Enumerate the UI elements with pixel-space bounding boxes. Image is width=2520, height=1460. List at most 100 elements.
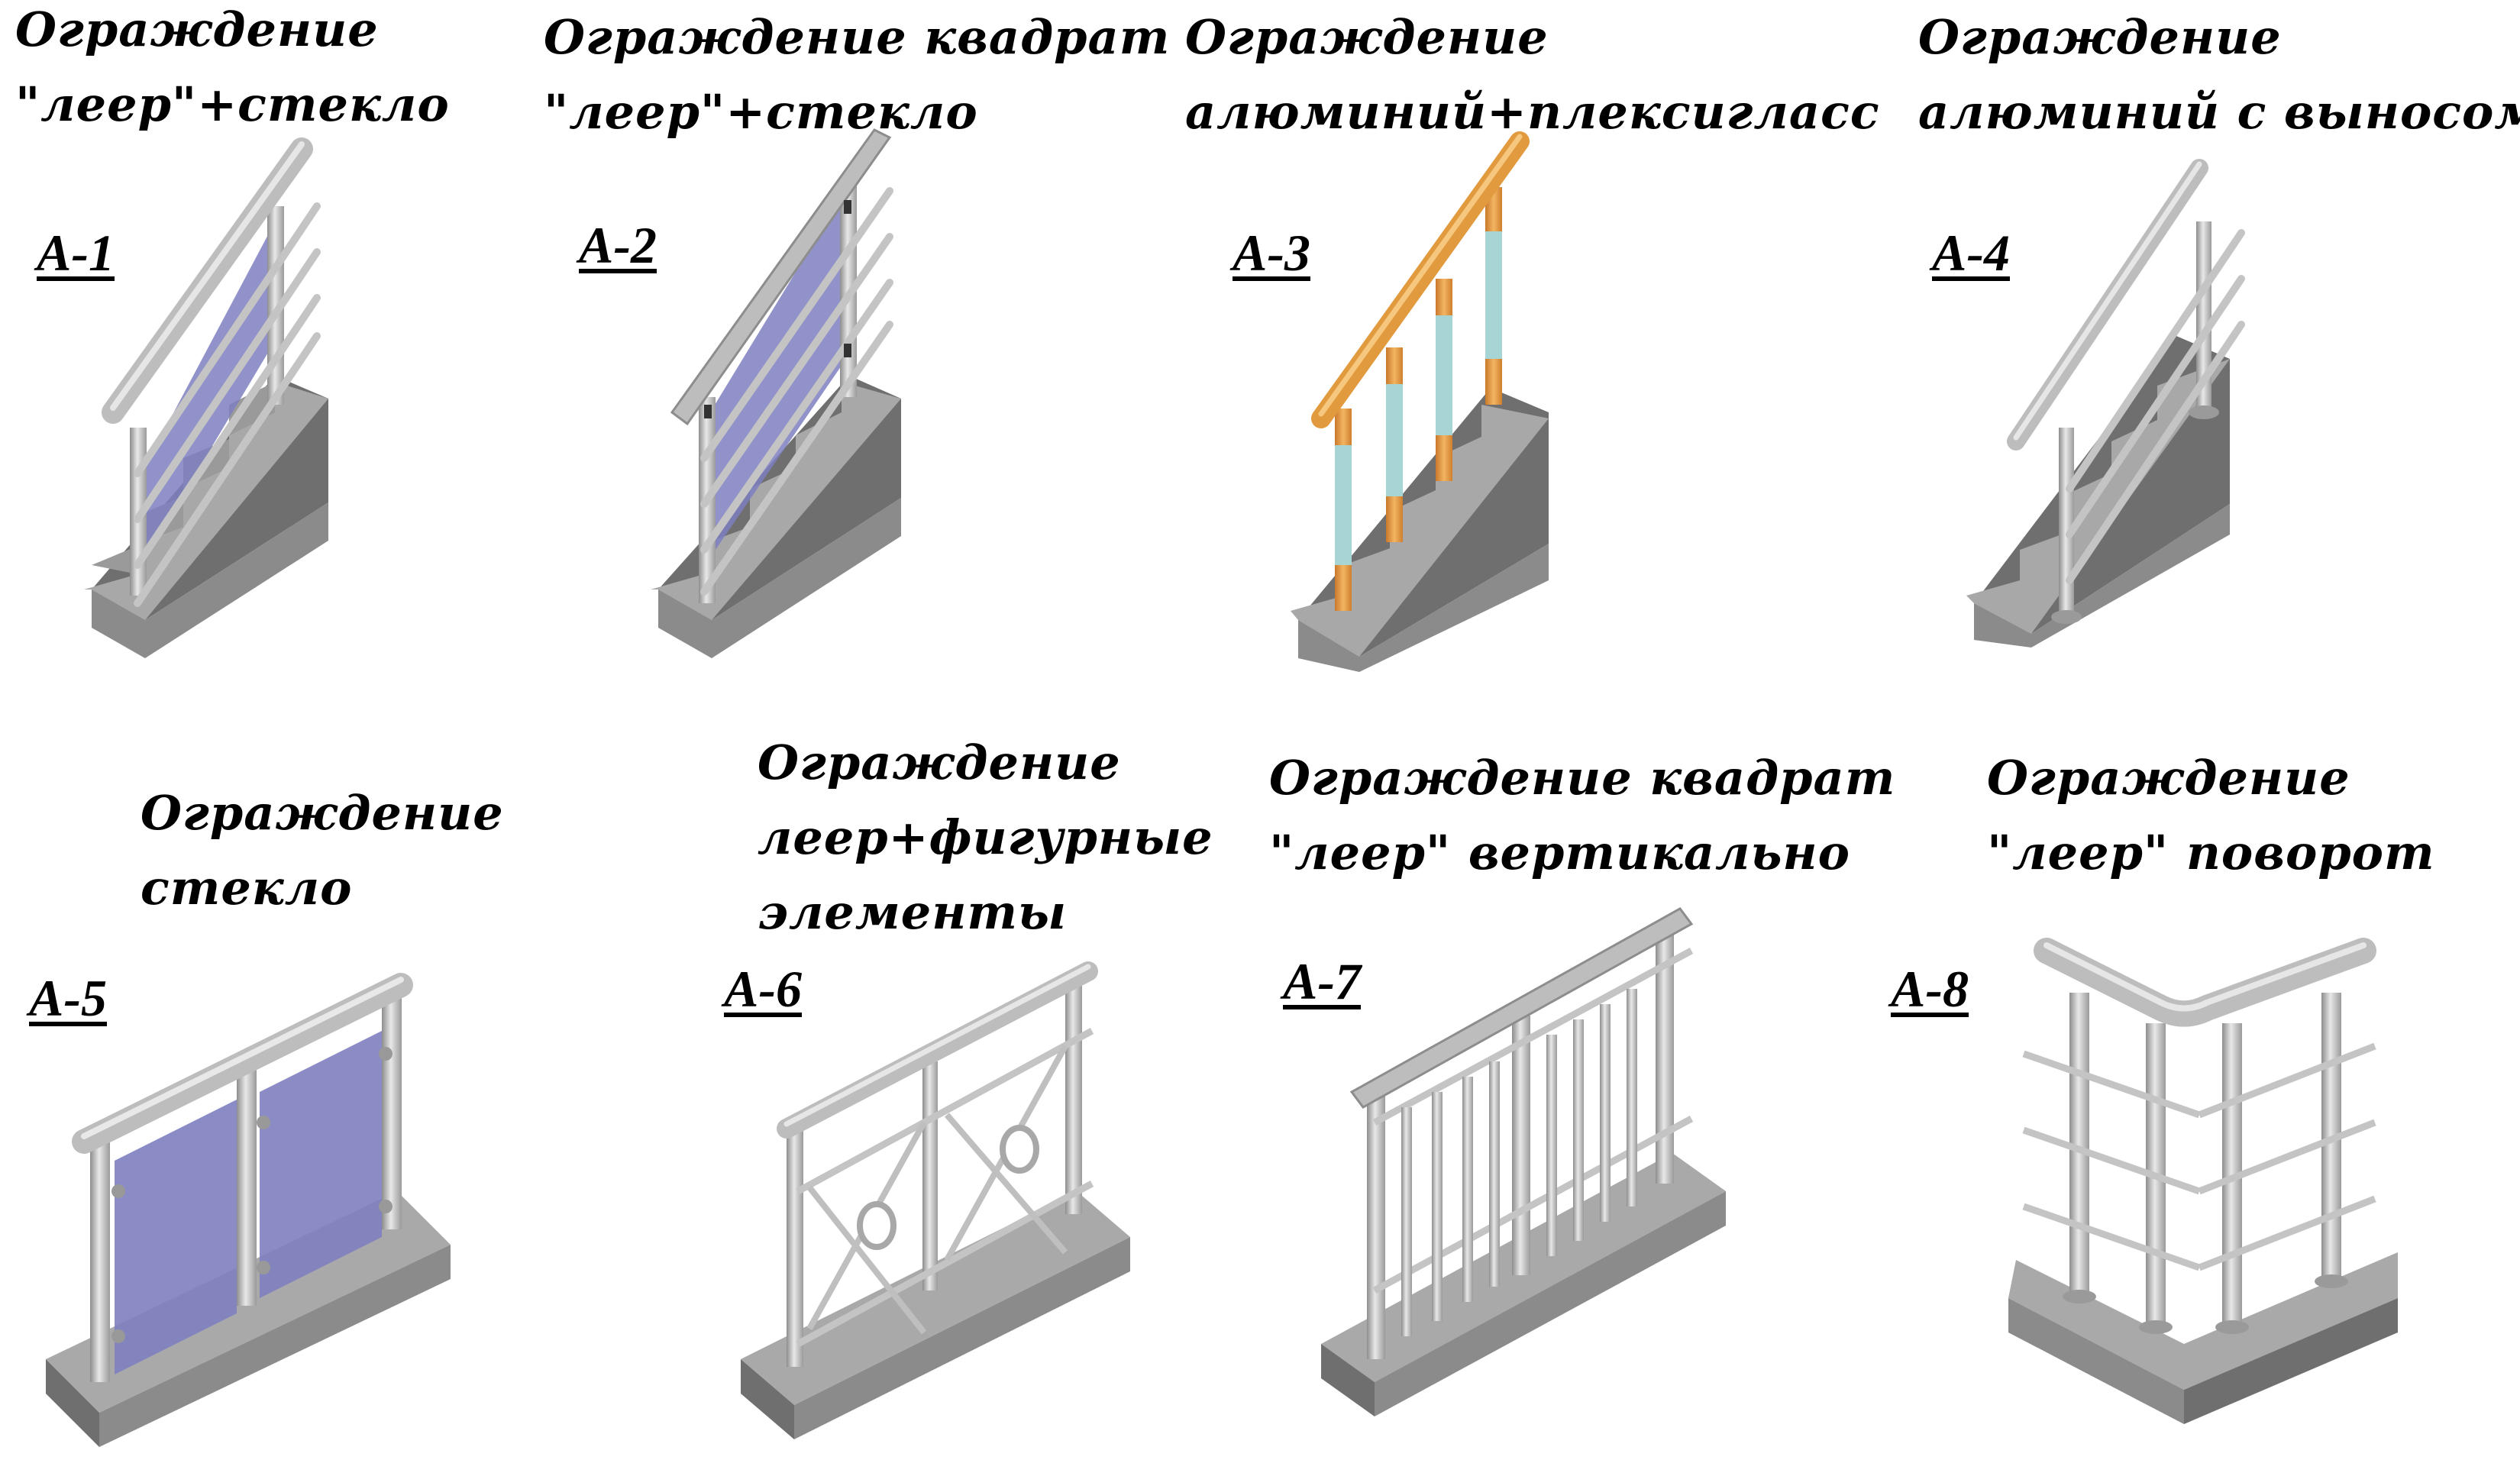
rail (2066, 321, 2245, 584)
square-handrail (1349, 907, 1694, 1109)
title-line: Ограждение (1987, 750, 2350, 806)
post (922, 1061, 938, 1290)
title-a2: Ограждение квадрат "леер"+стекло (544, 0, 1170, 150)
corner-handrail (2034, 938, 2376, 1027)
handrail-highlight (2013, 161, 2202, 441)
bottom-flange (2051, 610, 2082, 624)
rail (2198, 1195, 2376, 1271)
rail (1372, 948, 1694, 1126)
figured-ring (857, 1201, 897, 1250)
code-a2: A-2 (579, 216, 657, 274)
code-a7: A-7 (1283, 952, 1361, 1010)
code-a4: A-4 (1932, 224, 2010, 282)
rail (2022, 1050, 2201, 1119)
illustration-a3 (1291, 131, 1549, 672)
title-line: Ограждение (1918, 9, 2282, 65)
post (2196, 221, 2211, 412)
code-a3: A-3 (1233, 224, 1310, 282)
handrail (777, 961, 1098, 1139)
baluster (1462, 1077, 1473, 1302)
title-line: Ограждение (15, 2, 379, 57)
plexi-post (1335, 443, 1352, 565)
glass-clamp (844, 200, 851, 214)
base-side (2184, 1298, 2398, 1424)
base-front (46, 1359, 99, 1447)
glass-holder (379, 1200, 393, 1213)
post (1065, 985, 1082, 1214)
handrail-highlight (81, 977, 404, 1139)
title-line: Ограждение квадрат (1269, 750, 1896, 806)
baluster (1546, 1035, 1557, 1256)
wood-sleeve (1386, 496, 1403, 542)
base-side (794, 1237, 1130, 1439)
rail (796, 1028, 1094, 1194)
stair-front (92, 502, 328, 658)
rail (700, 187, 893, 462)
rail (2022, 1126, 2201, 1195)
glass-clamp (844, 344, 851, 357)
baluster (1627, 989, 1637, 1206)
title-line: "леер"+стекло (544, 84, 978, 140)
title-a7: Ограждение квадрат "леер" вертикально (1269, 741, 1895, 890)
title-line: Ограждение (758, 735, 1121, 790)
post (1656, 932, 1674, 1184)
rail (2066, 229, 2245, 493)
baluster (1489, 1061, 1500, 1287)
code-a6: A-6 (724, 960, 802, 1018)
title-line: Ограждение (141, 785, 504, 841)
rail (134, 202, 321, 477)
stair-front (658, 498, 901, 658)
glass-holder (257, 1261, 270, 1274)
figured-ring (1000, 1125, 1039, 1174)
glass-panel (710, 189, 846, 557)
title-line: "леер" вертикально (1269, 825, 1850, 880)
title-line: элементы (758, 884, 1068, 940)
code-a8: A-8 (1891, 960, 1969, 1018)
post (787, 1130, 803, 1367)
handrail-highlight (110, 141, 305, 411)
glass-holder (257, 1116, 270, 1129)
glass-holder (111, 1184, 125, 1198)
glass-holder (379, 1047, 393, 1061)
code-a1: A-1 (37, 224, 115, 282)
rail (2198, 1042, 2376, 1119)
title-a8: Ограждение "леер" поворот (1987, 741, 2435, 890)
illustration-a6 (741, 961, 1130, 1439)
glass-panel (260, 1031, 382, 1298)
title-line: стекло (141, 860, 353, 916)
rail (700, 321, 893, 596)
glass-panel (141, 229, 271, 565)
wood-sleeve (1335, 565, 1352, 611)
wood-sleeve (1386, 347, 1403, 384)
base-side (99, 1245, 451, 1447)
base-side (1375, 1191, 1726, 1416)
rail (2022, 1203, 2201, 1271)
wood-sleeve (1436, 435, 1452, 481)
post (2059, 428, 2074, 619)
figured-bar (806, 1185, 927, 1335)
base-front (2008, 1298, 2184, 1424)
title-line: алюминий+плексигласс (1185, 84, 1880, 140)
post (1367, 1092, 1385, 1359)
post (90, 1138, 110, 1382)
baluster (1401, 1107, 1412, 1336)
baluster (1600, 1004, 1611, 1222)
square-handrail (670, 128, 892, 426)
title-line: "леер"+стекло (15, 76, 450, 132)
rail (134, 248, 321, 523)
illustration-a5 (46, 973, 451, 1447)
base-front (741, 1359, 794, 1439)
post (237, 1069, 257, 1306)
bottom-flange (2215, 1320, 2249, 1334)
title-a4: Ограждение алюминий с выносом (1918, 0, 2520, 150)
title-line: алюминий с выносом (1918, 84, 2520, 140)
bottom-flange (2315, 1274, 2348, 1288)
plexi-post (1485, 229, 1502, 359)
title-line: Ограждение квадрат (544, 9, 1171, 65)
rail (1372, 1116, 1694, 1294)
baluster (1432, 1092, 1443, 1321)
stair-front (1298, 544, 1549, 672)
handrail (72, 973, 413, 1154)
